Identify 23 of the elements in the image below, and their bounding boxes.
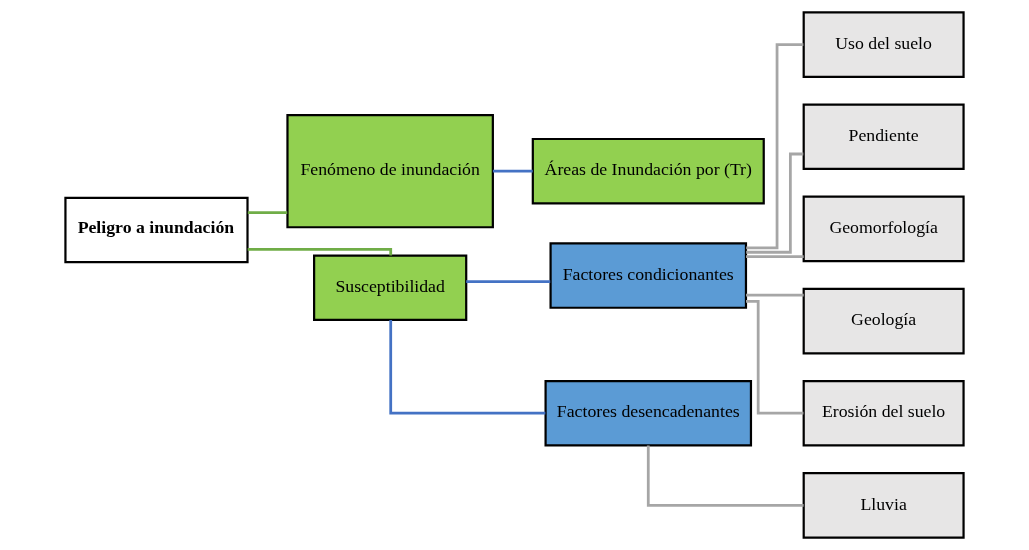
node-box: Geomorfología [802, 195, 965, 263]
connector [746, 152, 804, 254]
connector [247, 211, 288, 214]
node-box: Uso del suelo [802, 11, 965, 78]
node-box: Susceptibilidad [313, 254, 468, 322]
connector [646, 445, 804, 507]
connector [389, 320, 546, 415]
node-box: Pendiente [802, 103, 965, 171]
node-box: Factores condicionantes [549, 242, 748, 309]
connector [492, 169, 533, 173]
connector [247, 248, 393, 256]
node-box: Geología [802, 287, 965, 355]
connector [746, 300, 804, 415]
connector [746, 43, 804, 250]
node-box: Peligro a inundación [64, 196, 249, 264]
connector [466, 280, 551, 284]
node-box: Lluvia [802, 472, 965, 539]
connector [746, 255, 804, 259]
node-box: Factores desencadenantes [544, 379, 753, 447]
connector [746, 293, 804, 297]
node-box: Áreas de Inundación por (Tr) [531, 137, 765, 205]
node-box: Erosión del suelo [802, 379, 965, 447]
node-box: Fenómeno de inundación [286, 114, 494, 229]
